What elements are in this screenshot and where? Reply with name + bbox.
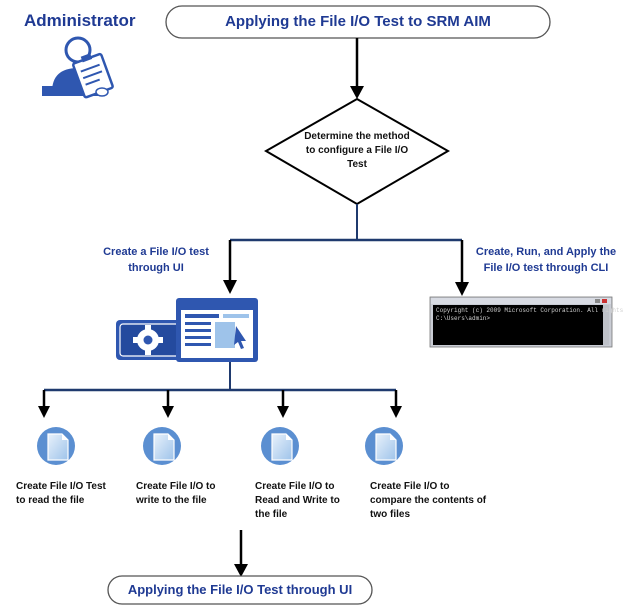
arrow-head bbox=[390, 406, 402, 418]
arrow-head bbox=[223, 280, 237, 294]
step-1-label: Create File I/O Test to read the file bbox=[16, 481, 106, 506]
file-document-icon bbox=[37, 427, 75, 465]
step-4-label: Create File I/O to compare the contents … bbox=[370, 481, 487, 520]
step-2-label: Create File I/O to write to the file bbox=[136, 481, 216, 506]
cli-window-line-2: C:\Users\admin> bbox=[436, 315, 491, 322]
settings-ui-window-icon bbox=[116, 298, 258, 362]
arrow-head bbox=[277, 406, 289, 418]
footer-label: Applying the File I/O Test through UI bbox=[127, 582, 353, 597]
administrator-clipboard-icon bbox=[42, 36, 114, 99]
footer-pill-shape bbox=[107, 575, 373, 605]
file-document-icon bbox=[365, 427, 403, 465]
ui-branch-label: Create a File I/O test through UI bbox=[103, 246, 209, 274]
cli-window-line-1: Copyright (c) 2009 Microsoft Corporation… bbox=[436, 307, 624, 314]
arrow-head bbox=[455, 282, 469, 296]
file-document-icon bbox=[143, 427, 181, 465]
arrow-head bbox=[162, 406, 174, 418]
decision-label: Determine the method to configure a File… bbox=[304, 131, 410, 170]
arrow-head bbox=[38, 406, 50, 418]
page-title: Applying the File I/O Test to SRM AIM bbox=[225, 13, 491, 30]
cli-branch-label: Create, Run, and Apply the File I/O test… bbox=[475, 246, 617, 274]
actor-label: Administrator bbox=[24, 11, 136, 30]
command-prompt-window-icon bbox=[429, 296, 613, 348]
arrow-head bbox=[234, 564, 248, 577]
step-3-label: Create File I/O to Read and Write to the… bbox=[255, 481, 340, 520]
file-document-icon bbox=[261, 427, 299, 465]
arrow-head bbox=[350, 86, 364, 99]
